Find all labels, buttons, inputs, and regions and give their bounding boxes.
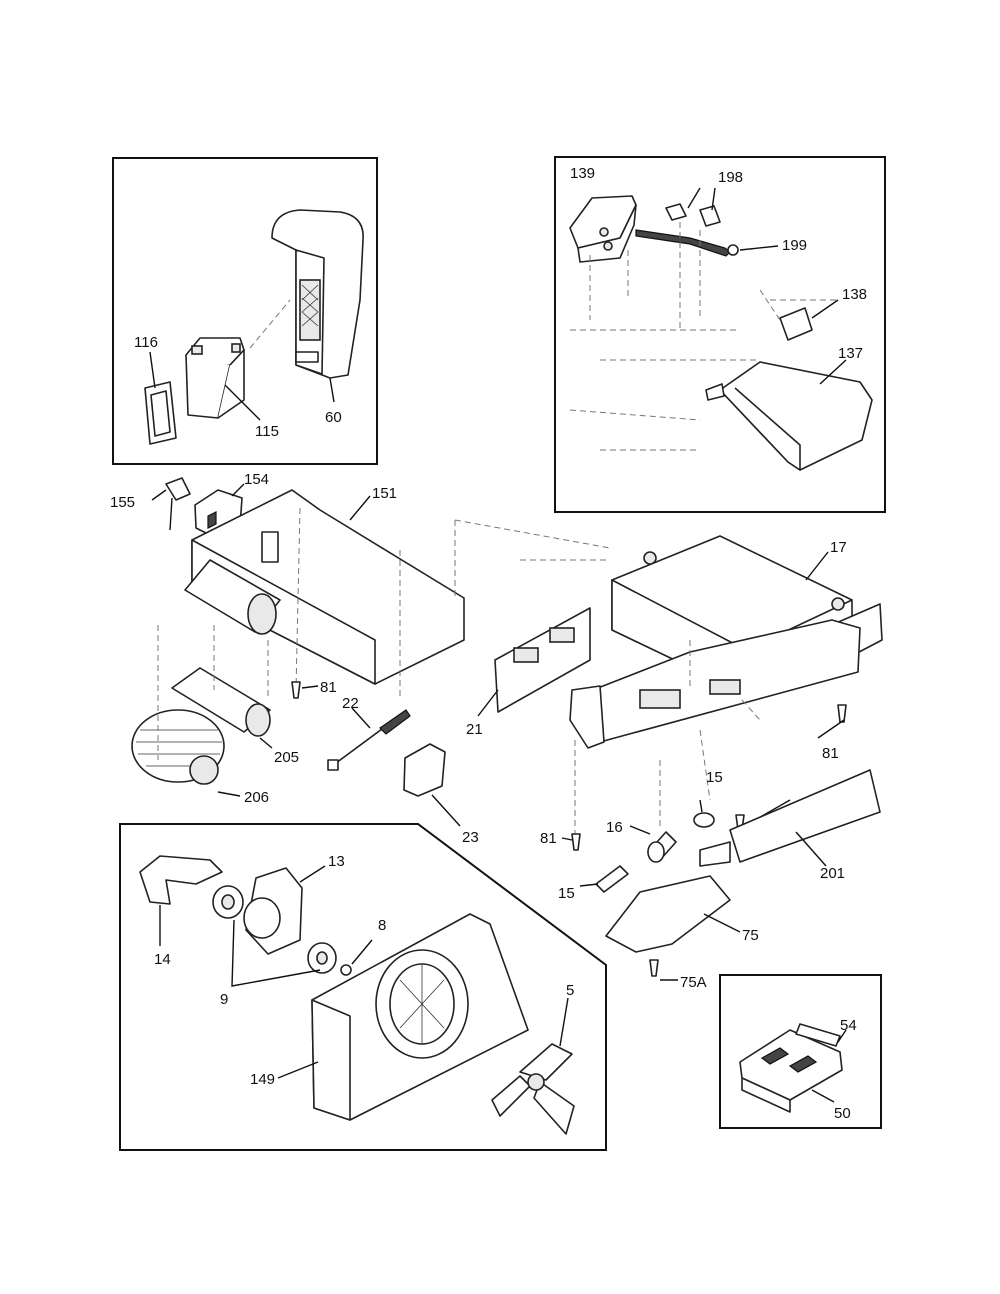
- inset-box-fan-assembly: 13 8 14 9 5 149: [119, 823, 607, 1151]
- label-22: 22: [342, 695, 359, 712]
- label-201: 201: [820, 865, 845, 882]
- label-15-a: 15: [706, 769, 723, 786]
- label-155: 155: [110, 494, 135, 511]
- inset-box-top-left: 116 115 60: [112, 157, 378, 465]
- label-116: 116: [134, 334, 158, 351]
- label-5: 5: [566, 982, 574, 999]
- dispenser-housing-assembly: 17 81 15 81 16 201 15 75 75A: [454, 519, 883, 991]
- auger-housing-assembly: 155 154 151 81 22 21 205 206 23: [110, 471, 591, 846]
- label-81-c: 81: [540, 830, 557, 847]
- duct-part-137: [705, 361, 873, 471]
- clips-part-198: [665, 203, 721, 227]
- label-50: 50: [834, 1105, 851, 1122]
- housing-part-60: [271, 209, 364, 379]
- label-115: 115: [255, 423, 279, 440]
- inset-box-bottom-right: 54 50: [719, 974, 882, 1129]
- label-14: 14: [154, 951, 171, 968]
- label-17: 17: [830, 539, 847, 556]
- label-13: 13: [328, 853, 345, 870]
- label-21: 21: [466, 721, 483, 738]
- label-15-b: 15: [558, 885, 575, 902]
- label-205: 205: [274, 749, 299, 766]
- label-198: 198: [718, 169, 743, 186]
- label-139: 139: [570, 165, 595, 182]
- label-206: 206: [244, 789, 269, 806]
- label-81-b: 81: [822, 745, 839, 762]
- label-8: 8: [378, 917, 386, 934]
- label-138: 138: [842, 286, 867, 303]
- label-16: 16: [606, 819, 623, 836]
- label-149: 149: [250, 1071, 275, 1088]
- label-81-a: 81: [320, 679, 337, 696]
- switch-part-139: [569, 195, 637, 263]
- label-137: 137: [838, 345, 863, 362]
- label-154: 154: [244, 471, 269, 488]
- label-54: 54: [840, 1017, 857, 1034]
- label-199: 199: [782, 237, 807, 254]
- gasket-part-116: [144, 381, 177, 445]
- inset-box-top-right: 139 198 199 138 137: [554, 156, 886, 513]
- bracket-part-115: [185, 337, 245, 419]
- label-9: 9: [220, 991, 228, 1008]
- label-75: 75: [742, 927, 759, 944]
- label-60: 60: [325, 409, 342, 426]
- label-75A: 75A: [680, 974, 707, 991]
- label-151: 151: [372, 485, 397, 502]
- label-23: 23: [462, 829, 479, 846]
